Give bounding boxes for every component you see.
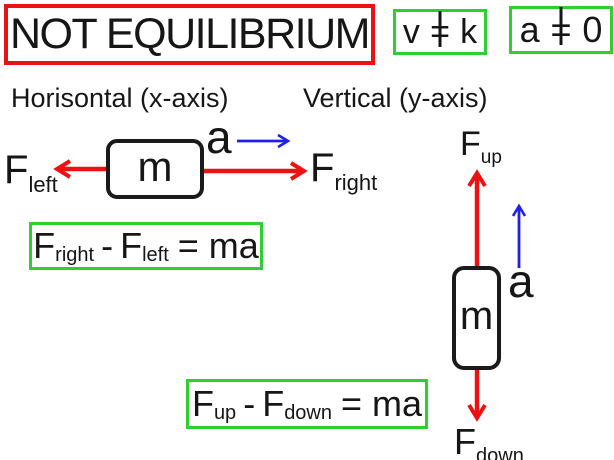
force-left-label: Fleft — [4, 148, 58, 197]
vertical-section-header: Vertical (y-axis) — [303, 83, 488, 113]
not-equal-sign: = — [430, 13, 450, 51]
acceleration-symbol: a — [519, 9, 540, 50]
force-right-label: Fright — [310, 146, 378, 195]
vertical-acceleration-label: a — [508, 255, 534, 307]
acceleration-nonzero-badge: a = 0 — [509, 6, 613, 54]
constant-symbol: k — [460, 13, 478, 51]
force-down-label: Fdown — [454, 421, 524, 460]
page-title: NOT EQUILIBRIUM — [10, 10, 370, 58]
mass-label: m — [137, 143, 173, 190]
mass-label: m — [459, 294, 494, 338]
zero-symbol: 0 — [582, 9, 603, 50]
vertical-mass-box: m — [452, 266, 501, 370]
velocity-not-constant-badge: v = k — [393, 9, 487, 55]
horizontal-acceleration-label: a — [206, 111, 232, 163]
velocity-symbol: v — [402, 13, 420, 51]
horizontal-section-header: Horisontal (x-axis) — [11, 83, 229, 113]
title-box: NOT EQUILIBRIUM — [4, 4, 375, 65]
not-equal-sign: = — [550, 9, 572, 50]
horizontal-mass-box: m — [106, 139, 204, 199]
force-up-label: Fup — [460, 125, 502, 168]
